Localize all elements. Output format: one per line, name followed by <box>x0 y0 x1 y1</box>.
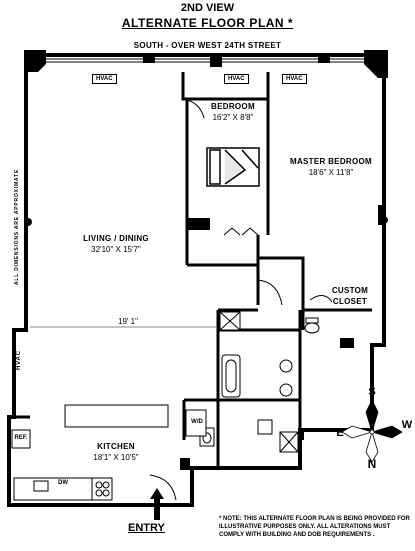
footnote: * NOTE: THIS ALTERNATE FLOOR PLAN IS BEI… <box>219 516 410 538</box>
kitchen-fixtures <box>11 404 207 501</box>
window-band <box>42 58 370 63</box>
room-kitchen-name: KITCHEN <box>97 442 135 451</box>
door-swings <box>149 98 333 501</box>
dimensions-note: ALL DIMENSIONS ARE APPROXIMATE <box>14 169 20 285</box>
room-kitchen-dims: 18'1" X 10'5" <box>93 453 139 462</box>
dishwasher-label: DW <box>58 480 68 486</box>
compass-s: S <box>368 386 376 398</box>
bath-fixtures <box>199 311 320 453</box>
room-living: LIVING / DINING 32'10" X 15'7" <box>58 233 174 255</box>
room-living-name: LIVING / DINING <box>83 234 149 243</box>
interior-walls <box>14 72 372 468</box>
plan-title: ALTERNATE FLOOR PLAN * <box>121 16 294 30</box>
compass-e: E <box>336 427 344 439</box>
exterior-walls <box>7 53 386 507</box>
refrigerator-label: REF. <box>14 435 28 441</box>
room-closet-line2: CLOSET <box>332 297 368 306</box>
compass-n: N <box>367 457 377 471</box>
room-bedroom-dims: 16'2" X 8'8" <box>212 113 254 122</box>
view-title: 2ND VIEW <box>180 2 235 14</box>
room-closet: CUSTOM CLOSET <box>322 285 378 307</box>
columns <box>24 50 388 470</box>
room-master: MASTER BEDROOM 18'6" X 11'8" <box>280 156 382 178</box>
room-closet-line1: CUSTOM <box>331 286 369 295</box>
hvac-label-2: HVAC <box>224 74 249 84</box>
entry-arrow <box>150 488 164 520</box>
hvac-label-4: HVAC <box>16 350 22 370</box>
street-label: SOUTH - OVER WEST 24TH STREET <box>133 41 282 50</box>
room-bedroom-name: BEDROOM <box>211 102 255 111</box>
room-master-name: MASTER BEDROOM <box>290 157 372 166</box>
hvac-label-1: HVAC <box>92 74 117 84</box>
compass-w: W <box>401 419 413 431</box>
washer-dryer-label: W/D <box>191 419 203 425</box>
room-living-dims: 32'10" X 15'7" <box>91 245 141 254</box>
entry-label: ENTRY <box>128 522 165 534</box>
bed <box>206 147 260 187</box>
room-kitchen: KITCHEN 18'1" X 10'5" <box>58 441 174 463</box>
hvac-label-3: HVAC <box>282 74 307 84</box>
dimension-line-label: 19' 1" <box>118 317 138 326</box>
room-bedroom: BEDROOM 16'2" X 8'8" <box>198 101 268 123</box>
room-master-dims: 18'6" X 11'8" <box>308 168 354 177</box>
compass-rose <box>341 399 403 463</box>
